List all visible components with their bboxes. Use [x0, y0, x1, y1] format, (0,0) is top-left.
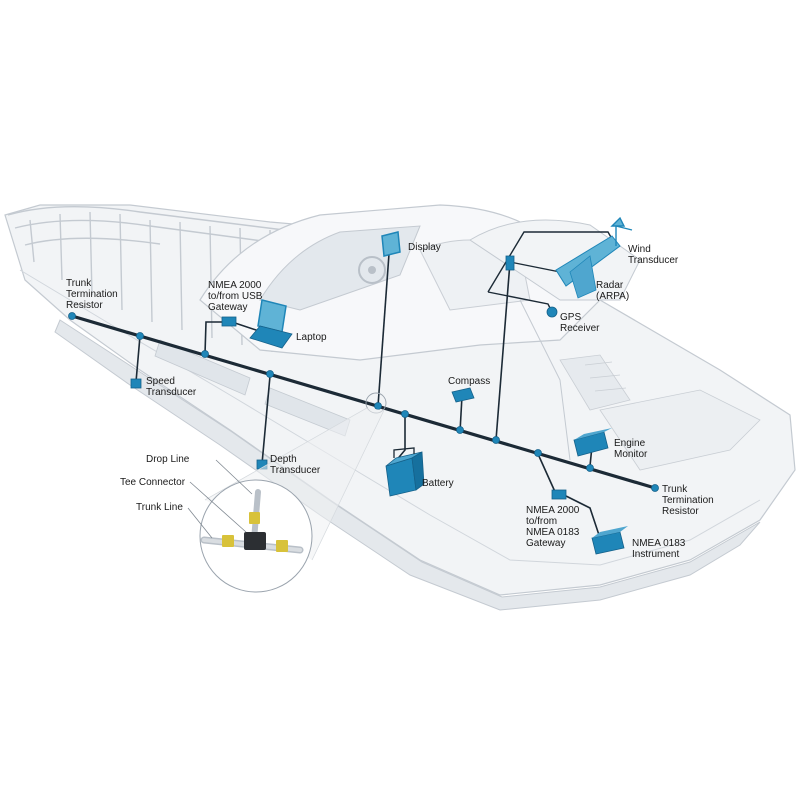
label-drop-line: Drop Line: [146, 454, 190, 465]
label-battery: Battery: [422, 478, 454, 489]
engine-monitor-device: [573, 428, 612, 457]
label-trunk-line: Trunk Line: [136, 502, 183, 513]
label-nmea0183-gateway: NMEA 2000 to/from NMEA 0183 Gateway: [526, 505, 580, 549]
compass-device: [451, 387, 475, 403]
label-compass: Compass: [448, 376, 491, 387]
tee-connector-detail: [200, 489, 304, 554]
nmea0183-instrument-device: [591, 526, 628, 555]
display-device: [381, 231, 401, 257]
label-trunk-resistor-left: Trunk Termination Resistor: [66, 278, 118, 311]
gps-receiver-device: [546, 306, 558, 318]
drop-lines: [135, 239, 601, 539]
trunk-connectors: [68, 312, 659, 492]
wind-transducer-device: [610, 216, 633, 246]
nmea0183-gateway-device: [551, 489, 567, 500]
label-depth-transducer: Depth Transducer: [270, 454, 321, 476]
laptop-device: [249, 299, 293, 349]
boat-cabin: [199, 204, 641, 461]
label-usb-gateway: NMEA 2000 to/from USB Gateway: [208, 280, 263, 313]
label-speed-transducer: Speed Transducer: [146, 376, 197, 398]
label-radar: Radar (ARPA): [596, 280, 630, 302]
label-tee-connector: Tee Connector: [120, 477, 186, 488]
label-gps-receiver: GPS Receiver: [560, 312, 600, 334]
callout-leaders: [187, 459, 253, 539]
label-nmea0183-instrument: NMEA 0183 Instrument: [632, 538, 686, 560]
label-engine-monitor: Engine Monitor: [614, 438, 648, 460]
gps-antenna-device: [505, 255, 515, 271]
speed-transducer-device: [130, 378, 142, 389]
radar-device: [555, 235, 621, 299]
label-laptop: Laptop: [296, 332, 327, 343]
label-wind-transducer: Wind Transducer: [628, 244, 679, 266]
trunk-line: [70, 314, 657, 490]
battery-device: [385, 447, 425, 497]
usb-gateway-device: [221, 316, 237, 327]
label-display: Display: [408, 242, 441, 253]
label-trunk-resistor-right: Trunk Termination Resistor: [662, 484, 714, 517]
